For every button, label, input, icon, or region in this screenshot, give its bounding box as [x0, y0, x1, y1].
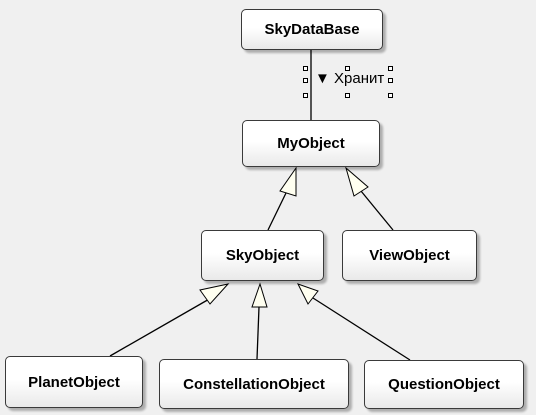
- generalization-arrowhead: [199, 283, 230, 305]
- class-name: SkyDataBase: [264, 21, 360, 38]
- selection-handle-top-right[interactable]: [388, 66, 393, 71]
- class-skyobject[interactable]: SkyObject: [201, 230, 324, 281]
- selection-handle-top-left[interactable]: [303, 66, 308, 71]
- generalization-arrowhead: [345, 166, 369, 197]
- generalization-arrowhead: [297, 283, 319, 305]
- generalization-arrowhead: [279, 166, 297, 197]
- generalization-skyobject-myobject[interactable]: [267, 192, 287, 231]
- class-name: SkyObject: [225, 247, 300, 264]
- class-name: PlanetObject: [28, 373, 120, 391]
- selection-handle-bottom-left[interactable]: [303, 93, 308, 98]
- class-name: MyObject: [277, 135, 345, 152]
- generalization-constellationobject-skyobject[interactable]: [256, 306, 260, 360]
- generalization-planetobject-skyobject[interactable]: [109, 297, 212, 357]
- class-name: QuestionObject: [388, 376, 500, 393]
- selection-handle-top-middle[interactable]: [345, 66, 350, 71]
- class-planetobject[interactable]: PlanetObject: [5, 356, 143, 408]
- class-viewobject[interactable]: ViewObject: [342, 230, 477, 281]
- selection-handle-bottom-right[interactable]: [388, 93, 393, 98]
- association-label[interactable]: ▼ Хранит: [315, 70, 384, 87]
- selection-handle-bottom-middle[interactable]: [345, 93, 350, 98]
- class-myobject[interactable]: MyObject: [242, 120, 380, 167]
- selection-handle-middle-left[interactable]: [303, 78, 308, 83]
- generalization-arrowhead: [251, 282, 268, 308]
- generalization-viewobject-myobject[interactable]: [360, 190, 394, 231]
- association-label-text: Хранит: [334, 70, 385, 87]
- class-name: ViewObject: [369, 247, 450, 264]
- class-skydatabase[interactable]: SkyDataBase: [241, 9, 383, 50]
- triangle-down-icon: ▼: [315, 70, 330, 87]
- class-questionobject[interactable]: QuestionObject: [364, 360, 524, 409]
- selection-handle-middle-right[interactable]: [388, 78, 393, 83]
- class-constellationobject[interactable]: ConstellationObject: [159, 359, 349, 409]
- generalization-questionobject-skyobject[interactable]: [312, 297, 411, 361]
- class-name: ConstellationObject: [183, 375, 325, 393]
